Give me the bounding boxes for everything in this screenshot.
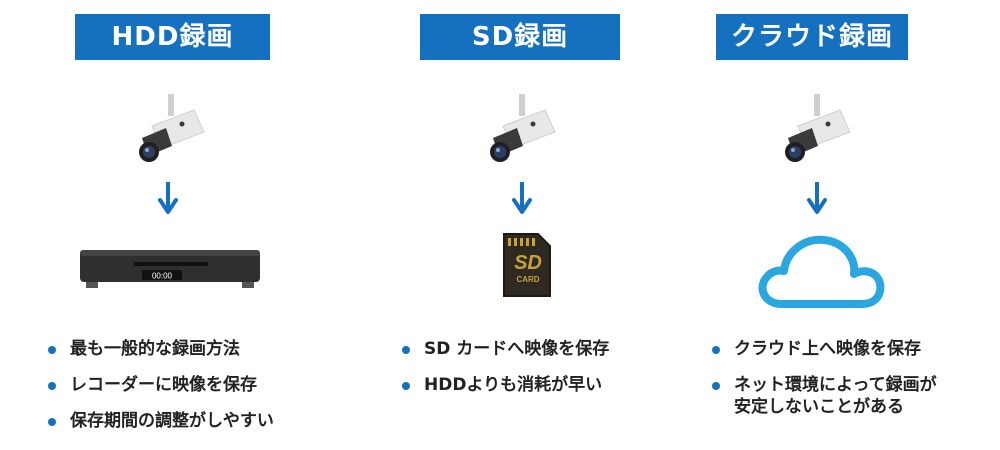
list-item: レコーダーに映像を保存 <box>44 374 334 396</box>
sd-card-sublabel: CARD <box>516 275 540 284</box>
column-title: SD録画 <box>420 14 620 60</box>
bullet-dot <box>402 382 410 390</box>
sd-points: SD カードへ映像を保存 HDDよりも消耗が早い <box>398 338 668 410</box>
list-item: クラウド上へ映像を保存 <box>708 338 998 360</box>
cloud-icon <box>758 235 885 308</box>
column-hdd: HDD録画 00:00 最も一般的な録画方法 レコーダーに映像を保存 保存期間の… <box>0 0 340 450</box>
bullet-dot <box>48 382 56 390</box>
sd-card-icon: SD CARD <box>500 232 552 298</box>
bullet-dot <box>402 346 410 354</box>
security-camera-icon <box>785 94 851 162</box>
security-camera-icon <box>490 94 556 162</box>
list-item: SD カードへ映像を保存 <box>398 338 668 360</box>
bullet-dot <box>712 382 720 390</box>
recorder-display: 00:00 <box>152 272 173 281</box>
list-item: 最も一般的な録画方法 <box>44 338 334 360</box>
hdd-recorder-icon: 00:00 <box>80 250 260 288</box>
column-title: クラウド録画 <box>716 14 908 60</box>
sd-card-label: SD <box>514 252 542 274</box>
list-item: 保存期間の調整がしやすい <box>44 410 334 432</box>
column-title: HDD録画 <box>75 14 270 60</box>
list-item: HDDよりも消耗が早い <box>398 374 668 396</box>
arrow-down-icon <box>158 182 178 214</box>
cloud-points: クラウド上へ映像を保存 ネット環境によって録画が 安定しないことがある <box>708 338 998 432</box>
arrow-down-icon <box>512 182 532 214</box>
bullet-dot <box>48 418 56 426</box>
list-item: ネット環境によって録画が 安定しないことがある <box>708 374 998 418</box>
column-cloud: クラウド録画 クラウド上へ映像を保存 ネット環境によって録画が 安定しないことが… <box>670 0 1000 450</box>
hdd-points: 最も一般的な録画方法 レコーダーに映像を保存 保存期間の調整がしやすい <box>44 338 334 446</box>
arrow-down-icon <box>807 182 827 214</box>
column-sd: SD録画 SD CARD SD カードへ映像を保存 HDDよりも消耗が早い <box>340 0 670 450</box>
bullet-dot <box>48 346 56 354</box>
bullet-dot <box>712 346 720 354</box>
security-camera-icon <box>139 94 205 162</box>
